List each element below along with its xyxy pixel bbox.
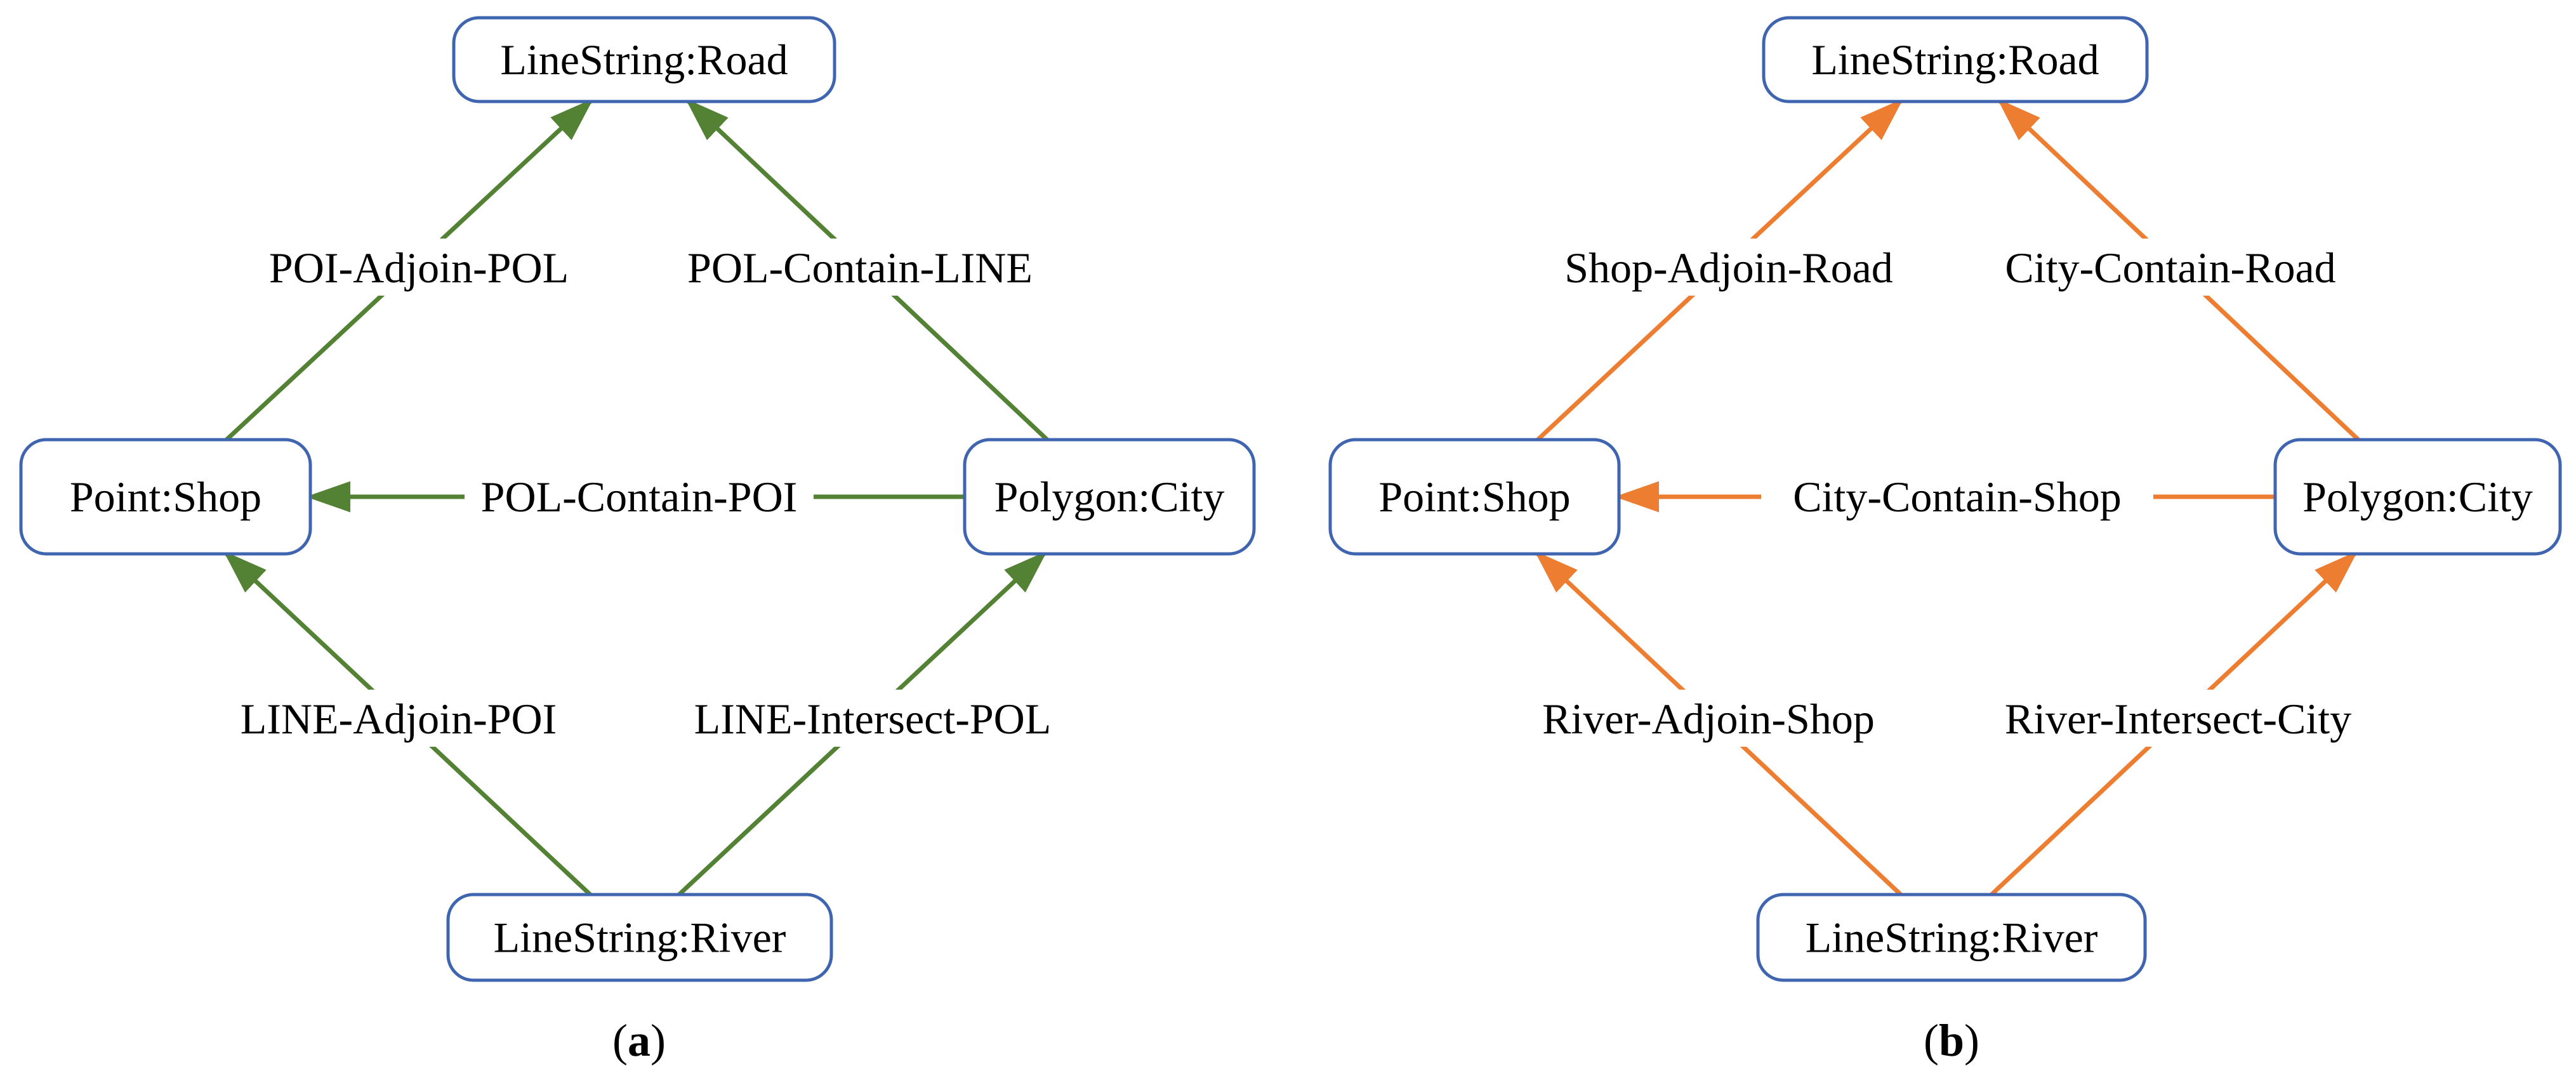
node-right: Polygon:City — [2273, 438, 2562, 556]
caption-letter: b — [1939, 1015, 1964, 1066]
node-right: Polygon:City — [963, 438, 1256, 556]
node-label: Polygon:City — [2302, 473, 2533, 521]
edge-label-bottom-right: LINE-Intersect-POL — [694, 695, 1052, 743]
edge-label-background — [1512, 690, 1905, 747]
panel-caption-a: (a) — [612, 1015, 666, 1066]
node-label: LineString:River — [1806, 914, 2098, 962]
caption-open-paren: ( — [612, 1015, 628, 1066]
node-label: LineString:River — [494, 914, 786, 962]
node-bottom: LineString:River — [1756, 893, 2147, 982]
caption-close-paren: ) — [651, 1015, 666, 1066]
caption-open-paren: ( — [1924, 1015, 1939, 1066]
edge-label-background — [1761, 468, 2153, 525]
edge-label-background — [255, 239, 583, 296]
edge-label-background — [1543, 239, 1914, 296]
node-label: Polygon:City — [994, 473, 1225, 521]
panel-caption-b: (b) — [1924, 1015, 1979, 1066]
node-box — [1328, 438, 1621, 556]
node-label: LineString:Road — [500, 36, 788, 84]
node-box — [1762, 16, 2149, 103]
node-box — [452, 16, 836, 103]
node-label: LineString:Road — [1811, 36, 2099, 84]
node-top: LineString:Road — [452, 16, 836, 103]
edge-label-left-top: POI-Adjoin-POL — [269, 244, 569, 292]
edge-label-right-top: City-Contain-Road — [2005, 244, 2335, 292]
node-left: Point:Shop — [1328, 438, 1621, 556]
edge-label-background — [666, 690, 1080, 747]
edge-label-right-top: POL-Contain-LINE — [687, 244, 1033, 292]
node-label: Point:Shop — [1378, 473, 1570, 521]
edge-label-left-top: Shop-Adjoin-Road — [1564, 244, 1893, 292]
edge-label-bottom-left: River-Adjoin-Shop — [1542, 695, 1875, 743]
edge-label-background — [1950, 690, 2407, 747]
node-box — [19, 438, 312, 556]
edge-label-bottom-right: River-Intersect-City — [2005, 695, 2351, 743]
caption-close-paren: ) — [1964, 1015, 1979, 1066]
edge-label-background — [224, 690, 573, 747]
node-box — [2273, 438, 2562, 556]
caption-letter: a — [628, 1015, 651, 1066]
node-label: Point:Shop — [70, 473, 261, 521]
node-top: LineString:Road — [1762, 16, 2149, 103]
edge-label-background — [675, 239, 1045, 296]
edge-label-background — [465, 468, 814, 525]
node-box — [963, 438, 1256, 556]
panel-b: Shop-Adjoin-Road City-Contain-RoadCity-Co… — [1328, 16, 2562, 1066]
edge-label-background — [1974, 239, 2367, 296]
panel-a: POI-Adjoin-POL POL-Contain-LINE POL-Contai… — [19, 16, 1256, 1066]
node-bottom: LineString:River — [446, 893, 833, 982]
edge-label-right-left: POL-Contain-POI — [481, 473, 798, 521]
edge-label-bottom-left: LINE-Adjoin-POI — [241, 695, 557, 743]
node-box — [1756, 893, 2147, 982]
node-box — [446, 893, 833, 982]
node-left: Point:Shop — [19, 438, 312, 556]
edge-label-right-left: City-Contain-Shop — [1793, 473, 2122, 521]
